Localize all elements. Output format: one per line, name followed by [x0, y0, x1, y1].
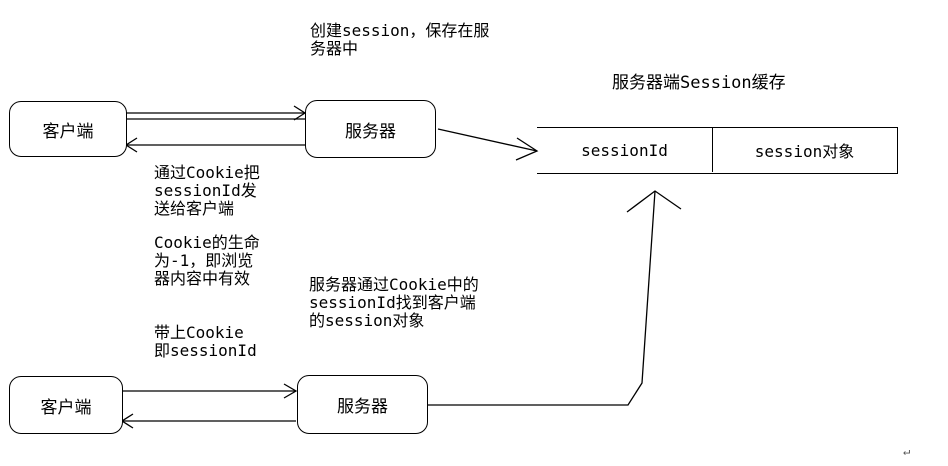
bottom-server-box: 服务器	[297, 375, 428, 434]
note-cookie-life: Cookie的生命 为-1，即浏览 器内容中有效	[154, 233, 260, 288]
table-col1-text: sessionId	[581, 140, 668, 160]
cache-title: 服务器端Session缓存	[612, 73, 786, 93]
top-server-box: 服务器	[305, 100, 436, 158]
table-cell-session-object: session对象	[713, 128, 896, 172]
bottom-client-label: 客户端	[40, 397, 92, 418]
note-carry-cookie: 带上Cookie 即sessionId	[154, 323, 257, 360]
top-client-box: 客户端	[9, 101, 127, 157]
note-server-lookup: 服务器通过Cookie中的 sessionId找到客户端 的session对象	[309, 275, 479, 330]
note-cookie-send: 通过Cookie把 sessionId发 送给客户端	[154, 163, 260, 218]
top-client-label: 客户端	[42, 121, 94, 142]
bottom-server-label: 服务器	[337, 397, 388, 417]
return-mark: ↵	[903, 444, 911, 458]
top-server-label: 服务器	[345, 121, 396, 142]
bottom-client-box: 客户端	[9, 376, 123, 434]
table-col2-text: session对象	[754, 142, 855, 161]
session-cache-table: sessionId session对象	[537, 127, 898, 174]
note-create-session: 创建session，保存在服 务器中	[310, 21, 490, 58]
table-cell-sessionid: sessionId	[537, 128, 713, 172]
